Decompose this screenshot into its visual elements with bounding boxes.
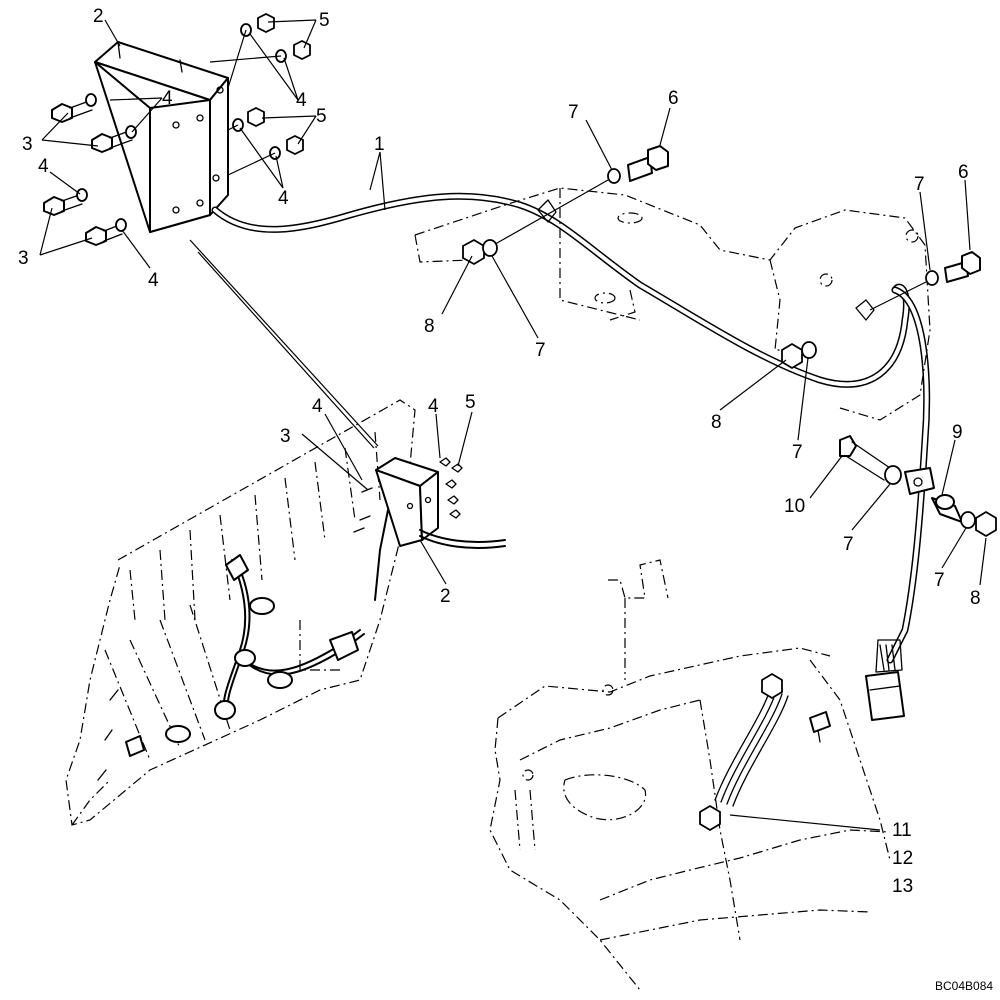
callout-3-b: 3 xyxy=(18,248,29,269)
callout-leaders xyxy=(39,19,987,586)
callout-2-top: 2 xyxy=(93,6,104,27)
callout-4-c: 4 xyxy=(148,270,159,291)
callout-4-d: 4 xyxy=(296,90,307,111)
callout-8-a: 8 xyxy=(424,316,435,337)
callout-2-bottom: 2 xyxy=(440,586,451,607)
mounting-bracket-installed xyxy=(353,457,506,549)
nut-group-bracket xyxy=(247,12,311,156)
callout-7-a: 7 xyxy=(568,102,579,123)
callout-6-b: 6 xyxy=(958,162,969,183)
callout-9: 9 xyxy=(952,422,963,443)
wire-harness xyxy=(211,192,931,721)
mounting-bracket-exploded xyxy=(94,41,229,233)
callout-labels: 1 2 2 3 3 3 4 4 4 4 4 4 4 5 5 5 6 6 7 7 … xyxy=(18,6,993,993)
callout-11: 11 xyxy=(892,820,912,841)
callout-7-d: 7 xyxy=(792,442,803,463)
callout-5-b: 5 xyxy=(316,106,327,127)
callout-12: 12 xyxy=(892,848,913,869)
callout-5-c: 5 xyxy=(465,392,476,413)
callout-7-f: 7 xyxy=(934,570,945,591)
spacer-assembly xyxy=(839,435,997,538)
fender-panel xyxy=(65,399,416,826)
floor-area-dashed xyxy=(489,559,891,991)
callout-4-e: 4 xyxy=(278,188,289,209)
callout-3-c: 3 xyxy=(280,426,291,447)
callout-7-b: 7 xyxy=(535,340,546,361)
fender-harness xyxy=(125,509,389,757)
callout-8-b: 8 xyxy=(711,412,722,433)
callout-5-a: 5 xyxy=(319,10,330,31)
view-reference-line xyxy=(189,239,379,449)
frame-dashed-outline xyxy=(414,187,931,421)
callout-1: 1 xyxy=(374,134,385,155)
ground-strap xyxy=(699,672,881,832)
callout-8-c: 8 xyxy=(970,588,981,609)
callout-10: 10 xyxy=(784,496,805,517)
nut-group-frame xyxy=(462,199,875,370)
bolt-group-frame xyxy=(489,145,981,311)
callout-7-c: 7 xyxy=(914,174,925,195)
callout-4-g: 4 xyxy=(428,396,439,417)
bolt-group-left xyxy=(43,99,133,246)
callout-7-e: 7 xyxy=(843,534,854,555)
callout-4-b: 4 xyxy=(38,156,49,177)
assembly-lines-bracket xyxy=(209,29,282,176)
callout-6-a: 6 xyxy=(668,88,679,109)
callout-4-a: 4 xyxy=(162,88,173,109)
callout-13: 13 xyxy=(892,876,913,897)
callout-3-a: 3 xyxy=(22,134,33,155)
drawing-reference: BC04B084 xyxy=(935,979,993,993)
callout-4-f: 4 xyxy=(312,396,323,417)
